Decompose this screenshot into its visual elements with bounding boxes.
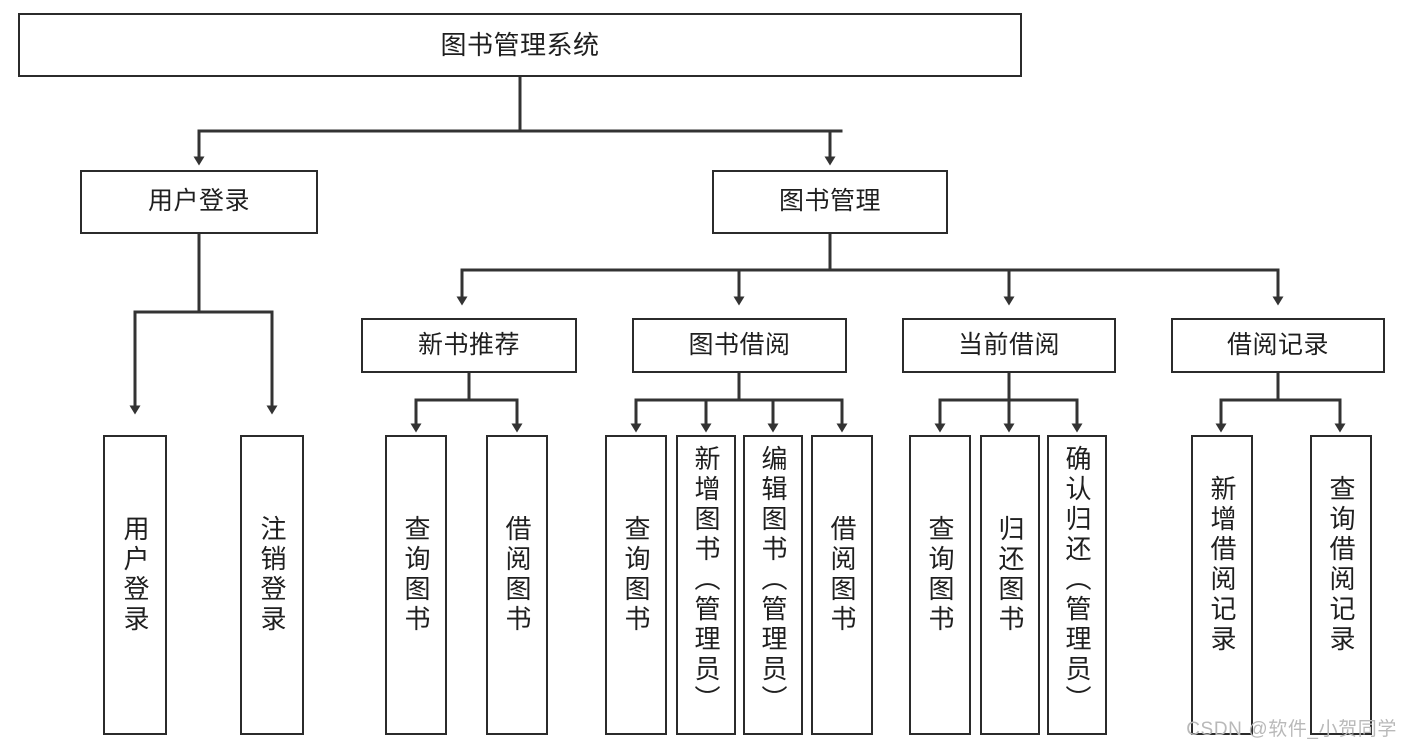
- node-label: 查询图书: [621, 515, 651, 635]
- node-leaf-confirm-return-admin[interactable]: 确认归还（管理员）: [1047, 435, 1107, 735]
- node-current-borrow[interactable]: 当前借阅: [902, 318, 1116, 373]
- node-label: 确认归还（管理员）: [1062, 445, 1092, 715]
- node-leaf-edit-book-admin[interactable]: 编辑图书（管理员）: [743, 435, 803, 735]
- node-label: 新增图书（管理员）: [691, 445, 721, 715]
- node-label: 查询图书: [401, 515, 431, 635]
- node-leaf-return-book[interactable]: 归还图书: [980, 435, 1040, 735]
- node-label: 查询借阅记录: [1326, 475, 1356, 655]
- node-leaf-borrow-book-recommend[interactable]: 借阅图书: [486, 435, 548, 735]
- node-label: 用户登录: [147, 187, 250, 216]
- node-leaf-logout[interactable]: 注销登录: [240, 435, 304, 735]
- node-leaf-query-book-current[interactable]: 查询图书: [909, 435, 971, 735]
- node-label: 归还图书: [995, 515, 1025, 635]
- node-label: 编辑图书（管理员）: [758, 445, 788, 715]
- node-label: 新书推荐: [417, 330, 520, 359]
- node-label: 借阅图书: [502, 515, 532, 635]
- node-leaf-add-book-admin[interactable]: 新增图书（管理员）: [676, 435, 736, 735]
- node-book-management[interactable]: 图书管理: [712, 170, 948, 234]
- node-book-borrow[interactable]: 图书借阅: [632, 318, 847, 373]
- node-leaf-user-login[interactable]: 用户登录: [103, 435, 167, 735]
- node-leaf-query-book-recommend[interactable]: 查询图书: [385, 435, 447, 735]
- node-borrow-record[interactable]: 借阅记录: [1171, 318, 1385, 373]
- node-label: 借阅图书: [827, 515, 857, 635]
- node-new-book-recommend[interactable]: 新书推荐: [361, 318, 577, 373]
- node-label: 用户登录: [120, 515, 150, 635]
- node-user-login[interactable]: 用户登录: [80, 170, 318, 234]
- node-label: 当前借阅: [957, 330, 1060, 359]
- csdn-watermark: CSDN @软件_小贺同学: [1186, 719, 1397, 740]
- node-leaf-query-borrow-record[interactable]: 查询借阅记录: [1310, 435, 1372, 735]
- node-label: 图书管理: [778, 187, 881, 216]
- node-label: 图书管理系统: [440, 29, 600, 60]
- node-label: 图书借阅: [688, 330, 791, 359]
- node-label: 注销登录: [257, 515, 287, 635]
- node-leaf-borrow-book[interactable]: 借阅图书: [811, 435, 873, 735]
- node-root-book-management-system[interactable]: 图书管理系统: [18, 13, 1022, 77]
- node-label: 借阅记录: [1226, 330, 1329, 359]
- node-leaf-add-borrow-record[interactable]: 新增借阅记录: [1191, 435, 1253, 735]
- node-leaf-query-book-borrow[interactable]: 查询图书: [605, 435, 667, 735]
- node-label: 新增借阅记录: [1207, 475, 1237, 655]
- node-label: 查询图书: [925, 515, 955, 635]
